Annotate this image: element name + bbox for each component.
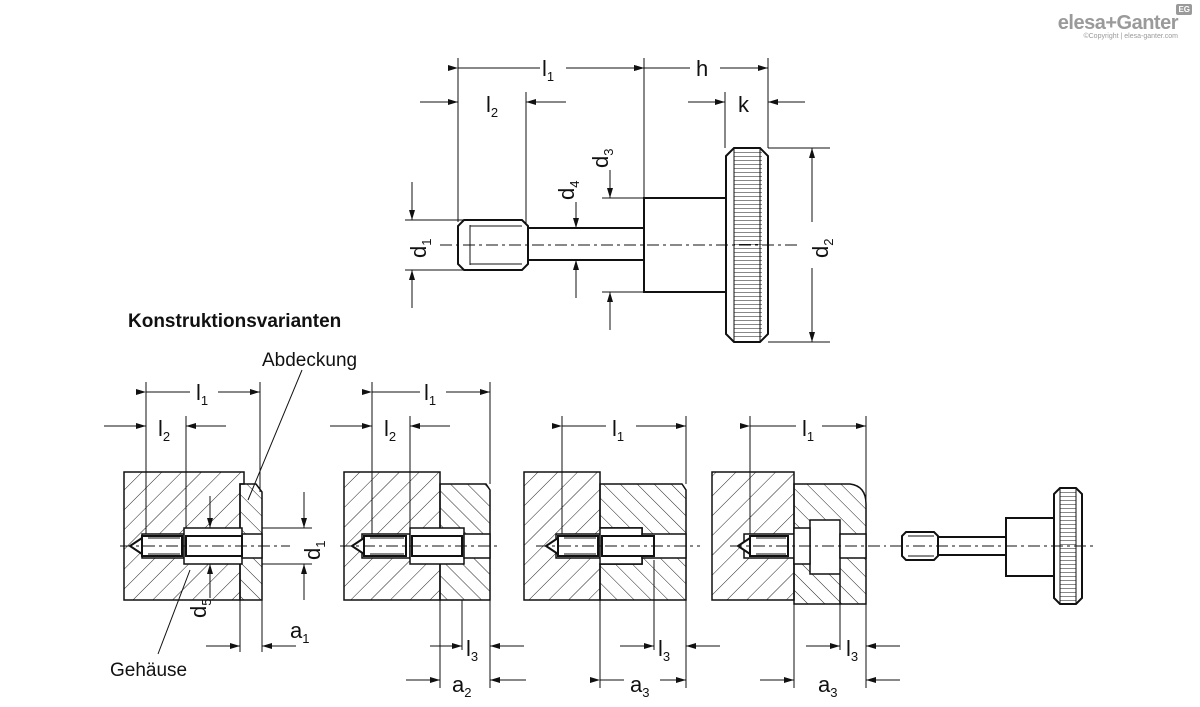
dim-l2-label: l2 [486, 92, 498, 120]
brand-copyright: ©Copyright | elesa-ganter.com [1083, 33, 1178, 40]
v3-l1-label: l1 [612, 416, 624, 444]
dim-d1-label: d1 [406, 239, 434, 258]
dim-k-label: k [738, 92, 750, 117]
dim-d2-label: d2 [808, 239, 836, 258]
v2-l1-label: l1 [424, 380, 436, 408]
heading-construction-variants: Konstruktionsvarianten [128, 311, 341, 332]
small-screw-drawing [890, 487, 1096, 605]
v1-l2-label: l2 [158, 416, 170, 444]
v1-l1-label: l1 [196, 380, 208, 408]
dim-d3-label: d3 [588, 149, 616, 168]
v3-l3-label: l3 [658, 636, 670, 664]
variant-3: l1 l3 a3 [523, 416, 720, 700]
v2-l3-label: l3 [466, 636, 478, 664]
v4-a3-label: a3 [818, 672, 837, 700]
v1-a1-label: a1 [290, 618, 309, 646]
variant-4: l1 l3 a3 [711, 416, 900, 700]
callout-housing: Gehäuse [110, 660, 187, 681]
dim-h-label: h [696, 56, 708, 81]
v2-a2-label: a2 [452, 672, 471, 700]
variant-2: l1 l2 l3 a2 [330, 380, 526, 700]
brand-name: elesa+Ganter [1057, 12, 1179, 34]
v1-d1-label: d1 [300, 541, 328, 560]
callout-cover: Abdeckung [262, 350, 357, 371]
v1-d5-label: d5 [186, 599, 214, 618]
brand-badge: EG [1176, 4, 1192, 15]
v3-a3-label: a3 [630, 672, 649, 700]
v4-l3-label: l3 [846, 636, 858, 664]
v4-l1-label: l1 [802, 416, 814, 444]
brand-logo: elesa+Ganter ©Copyright | elesa-ganter.c… [1057, 4, 1192, 40]
dim-d4-label: d4 [554, 181, 582, 200]
variant-1: l1 l2 d1 d5 a1 Abdeckung Gehäuse [104, 350, 357, 681]
main-screw-drawing: l1 h l2 k d2 d3 d4 d1 [405, 56, 836, 343]
v2-l2-label: l2 [384, 416, 396, 444]
dim-l1-label: l1 [542, 56, 554, 84]
